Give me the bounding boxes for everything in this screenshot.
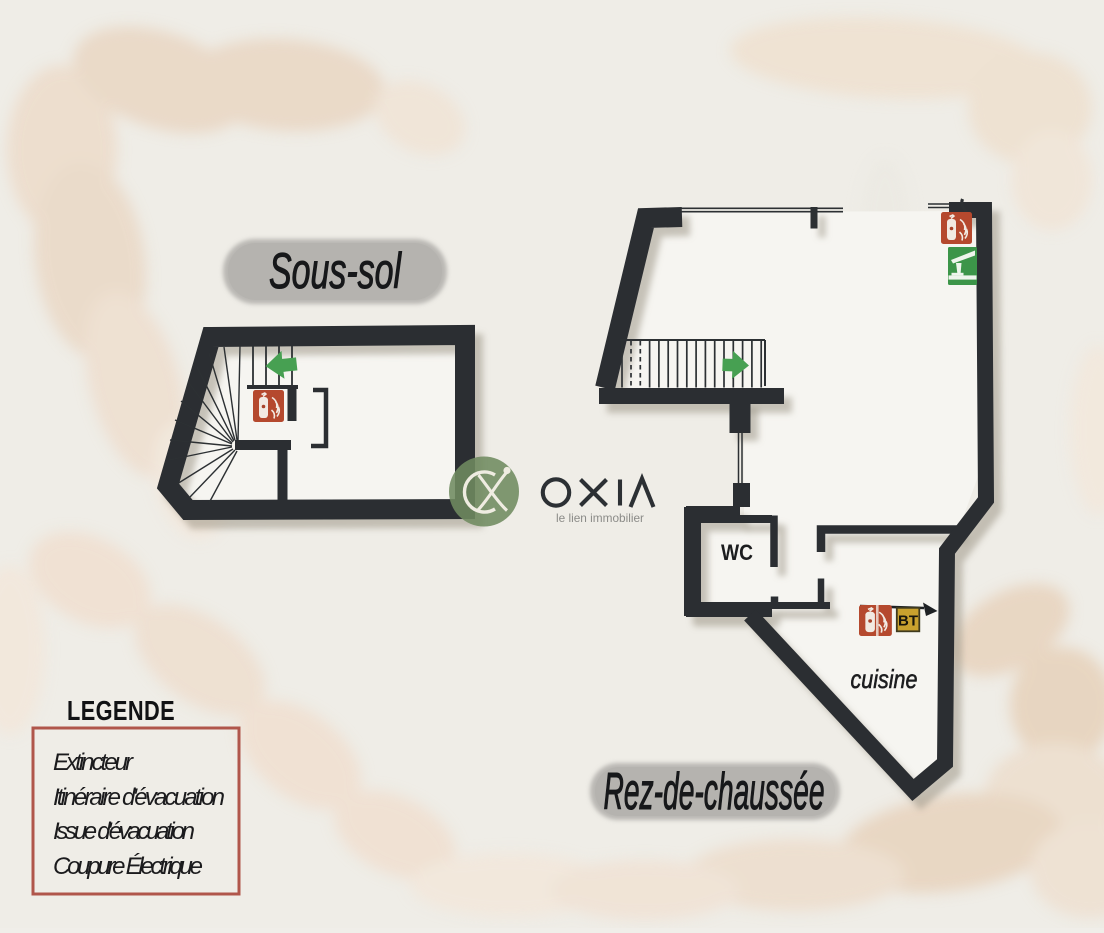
svg-text:LEGENDE: LEGENDE (67, 695, 175, 726)
svg-text:cuisine: cuisine (851, 664, 918, 694)
svg-text:Sous-sol: Sous-sol (269, 243, 402, 299)
svg-text:Issue d'évacuation: Issue d'évacuation (53, 818, 195, 845)
svg-text:WC: WC (721, 540, 753, 565)
svg-text:le lien immobilier: le lien immobilier (556, 511, 644, 525)
svg-text:BT: BT (898, 613, 918, 630)
svg-text:Itinéraire d'évacuation: Itinéraire d'évacuation (53, 784, 225, 811)
svg-text:Coupure Électrique: Coupure Électrique (53, 853, 203, 880)
svg-text:Rez-de-chaussée: Rez-de-chaussée (604, 763, 825, 821)
svg-text:Extincteur: Extincteur (53, 749, 134, 776)
